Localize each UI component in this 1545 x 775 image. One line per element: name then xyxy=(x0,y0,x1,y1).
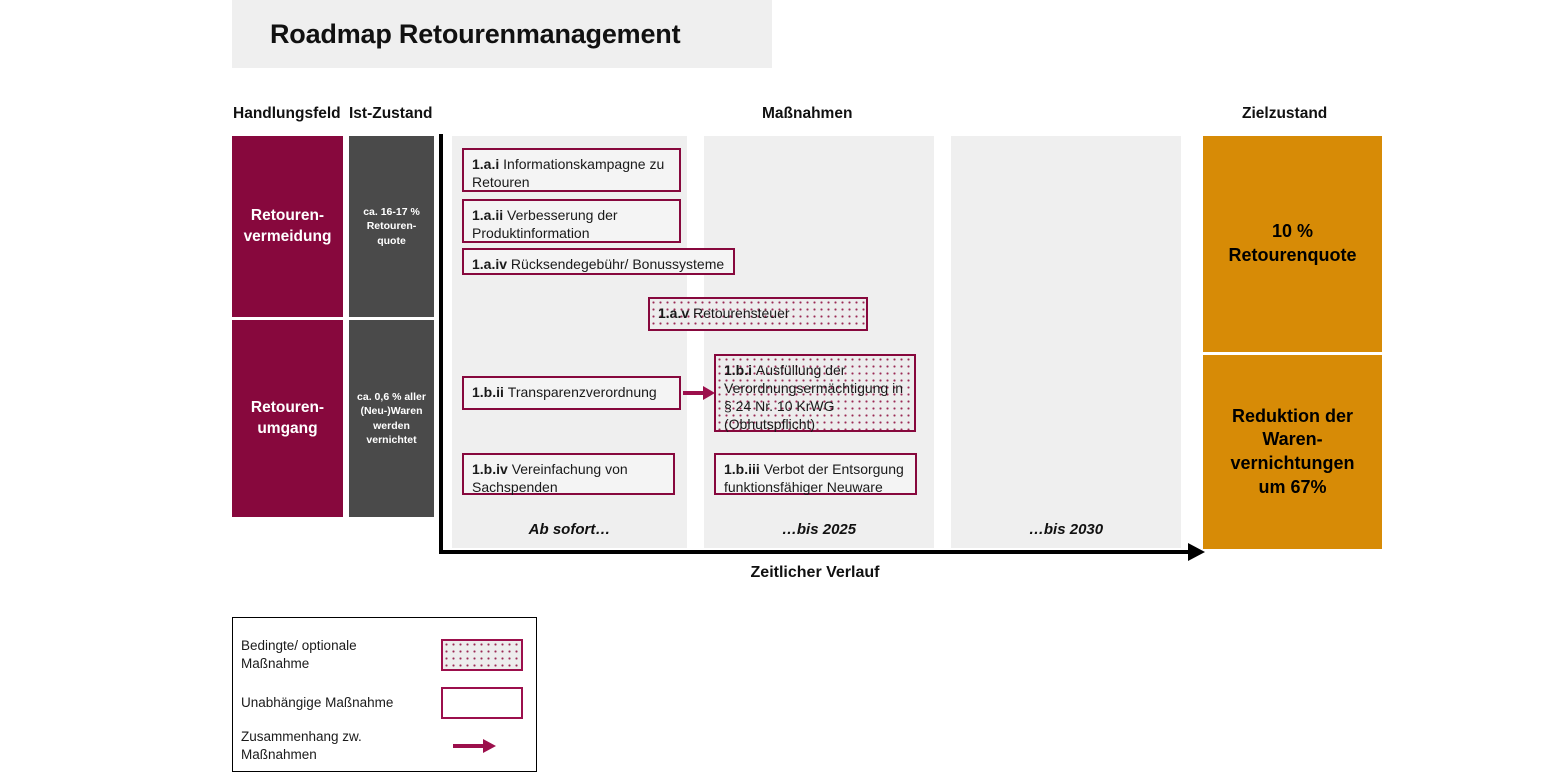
column-header-handlungsfeld: Handlungsfeld xyxy=(233,105,341,122)
page-title: Roadmap Retourenmanagement xyxy=(270,18,681,49)
legend-item-unabhaengige-massnahme: Unabhängige Maßnahme xyxy=(233,687,536,719)
measure-box-1-b-i[interactable]: 1.b.i Ausfüllung der Verordnungsermächti… xyxy=(714,354,916,432)
timeline-axis-vertical xyxy=(439,134,443,554)
timeline-arrow-icon xyxy=(1188,543,1205,561)
measure-text: Vereinfachung von Sachspenden xyxy=(472,461,628,495)
legend-item-zusammenhang: Zusammenhang zw.Maßnahmen xyxy=(233,726,536,766)
timeline-axis-horizontal xyxy=(439,550,1191,554)
measure-id: 1.a.i xyxy=(472,156,504,172)
legend-swatch-plain-box-icon xyxy=(441,687,523,719)
measure-id: 1.a.v xyxy=(658,305,694,321)
measure-box-1-a-i[interactable]: 1.a.i Informationskampagne zu Retouren xyxy=(462,148,681,192)
zielzustand-retourenquote: 10 %Retourenquote xyxy=(1203,136,1382,352)
measure-id: 1.b.iii xyxy=(724,461,764,477)
measure-box-1-b-iii[interactable]: 1.b.iii Verbot der Entsorgung funktionsf… xyxy=(714,453,917,495)
phase-label: Ab sofort… xyxy=(528,521,611,538)
ist-zustand-retourenquote: ca. 16-17 %Retouren-quote xyxy=(349,136,434,317)
measure-box-1-a-iv[interactable]: 1.a.iv Rücksendegebühr/ Bonussysteme xyxy=(462,248,735,275)
measure-box-1-b-iv[interactable]: 1.b.iv Vereinfachung von Sachspenden xyxy=(462,453,675,495)
measure-id: 1.b.i xyxy=(724,362,756,378)
measure-text: Verbesserung der Produktinformation xyxy=(472,207,618,241)
timeline-caption: Zeitlicher Verlauf xyxy=(750,564,880,581)
title-banner: Roadmap Retourenmanagement xyxy=(232,0,772,68)
measure-id: 1.b.ii xyxy=(472,384,508,400)
measure-text: Ausfüllung der Verordnungsermächtigung i… xyxy=(724,362,904,432)
column-header-zielzustand: Zielzustand xyxy=(1242,105,1328,122)
measure-text: Rücksendegebühr/ Bonussysteme xyxy=(510,256,725,272)
handlungsfeld-label: Retouren-umgang xyxy=(250,399,325,437)
legend-arrow-head xyxy=(483,739,496,753)
connector-arrow-icon xyxy=(683,386,715,400)
handlungsfeld-label: Retouren-vermeidung xyxy=(243,207,332,245)
connector-arrowhead xyxy=(703,386,715,400)
connector-line xyxy=(683,391,705,395)
handlungsfeld-retourenvermeidung: Retouren-vermeidung xyxy=(232,136,343,317)
legend-label: Zusammenhang zw.Maßnahmen xyxy=(241,729,362,762)
handlungsfeld-retourenumgang: Retouren-umgang xyxy=(232,320,343,517)
phase-label: …bis 2030 xyxy=(1028,521,1104,538)
ist-zustand-label: ca. 16-17 %Retouren-quote xyxy=(363,206,420,247)
measure-text: Retourensteuer xyxy=(693,305,790,321)
measure-id: 1.a.ii xyxy=(472,207,508,223)
zielzustand-label: 10 %Retourenquote xyxy=(1228,221,1357,265)
measure-box-1-a-ii[interactable]: 1.a.ii Verbesserung der Produktinformati… xyxy=(462,199,681,243)
measure-id: 1.a.iv xyxy=(472,256,511,272)
legend-swatch-arrow-icon xyxy=(441,739,519,753)
column-header-ist-zustand: Ist-Zustand xyxy=(349,105,433,122)
measure-id: 1.b.iv xyxy=(472,461,512,477)
measure-text: Verbot der Entsorgung funktionsfähiger N… xyxy=(724,461,904,495)
legend-label: Unabhängige Maßnahme xyxy=(241,695,394,711)
column-header-massnahmen: Maßnahmen xyxy=(762,105,853,122)
phase-panel-bis-2030: …bis 2030 xyxy=(951,136,1181,548)
measure-box-1-a-v[interactable]: 1.a.v Retourensteuer xyxy=(648,297,868,331)
measure-text: Transparenzverordnung xyxy=(507,384,657,400)
measure-box-1-b-ii[interactable]: 1.b.ii Transparenzverordnung xyxy=(462,376,681,410)
phase-label: …bis 2025 xyxy=(781,521,857,538)
legend-arrow-line xyxy=(453,744,485,748)
measure-text: Informationskampagne zu Retouren xyxy=(472,156,665,190)
legend-swatch-dotted-box-icon xyxy=(441,639,523,671)
